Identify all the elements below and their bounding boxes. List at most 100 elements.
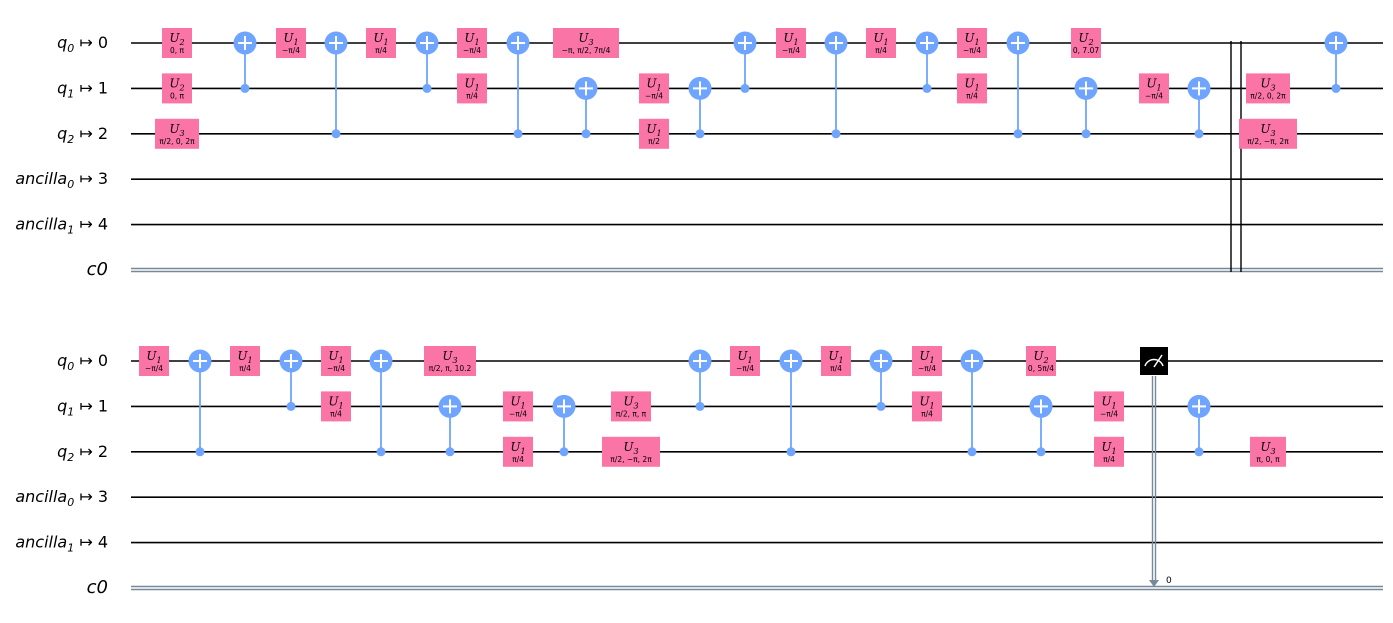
gate-u2[interactable]: U20, 5π/4 bbox=[1026, 346, 1056, 376]
gate-u1[interactable]: U1−π/4 bbox=[912, 346, 942, 376]
gate-u3[interactable]: U3π/2, −π, 2π bbox=[1239, 118, 1297, 149]
gate-name-letter: U bbox=[964, 31, 975, 45]
gate-name-sub: 3 bbox=[634, 401, 639, 410]
gate-name-sub: 1 bbox=[1157, 83, 1162, 92]
cnot-gate[interactable] bbox=[1187, 394, 1211, 457]
gate-name-letter: U bbox=[964, 76, 975, 90]
cnot-gate[interactable] bbox=[415, 31, 439, 93]
gate-u1[interactable]: U1−π/4 bbox=[321, 346, 351, 376]
gate-name-letter: U bbox=[169, 76, 180, 90]
gate-name-letter: U bbox=[510, 440, 521, 454]
cnot-gate[interactable] bbox=[960, 349, 984, 457]
wire-label: ancilla1 ↦ 4 bbox=[15, 533, 108, 555]
wire-label: q0 ↦ 0 bbox=[57, 351, 108, 373]
gate-name: U3 bbox=[1260, 122, 1275, 138]
cnot-gate[interactable] bbox=[233, 31, 257, 93]
gate-name: U1 bbox=[919, 394, 934, 410]
gate-name-sub: 1 bbox=[475, 83, 480, 92]
gate-u2[interactable]: U20, π bbox=[162, 73, 192, 104]
gate-name-sub: 3 bbox=[453, 356, 458, 365]
gate-name: U3 bbox=[578, 31, 593, 47]
gate-u3[interactable]: U3π, 0, π bbox=[1250, 436, 1286, 467]
gate-u1[interactable]: U1π/4 bbox=[457, 73, 487, 104]
gate-u1[interactable]: U1π/4 bbox=[957, 73, 987, 104]
gate-u1[interactable]: U1π/4 bbox=[230, 346, 260, 376]
gate-param: −π/4 bbox=[918, 364, 936, 373]
cnot-gate[interactable] bbox=[552, 394, 576, 457]
gate-name: U1 bbox=[1101, 440, 1116, 456]
gate-box bbox=[1250, 436, 1286, 467]
gate-u1[interactable]: U1π/4 bbox=[321, 391, 351, 422]
wire-label-map: ↦ 1 bbox=[74, 78, 108, 97]
gate-param: −π/4 bbox=[963, 46, 981, 55]
gate-box bbox=[457, 73, 487, 104]
gate-u1[interactable]: U1−π/4 bbox=[1094, 391, 1124, 422]
gate-name: U1 bbox=[283, 31, 298, 47]
gate-name-sub: 1 bbox=[975, 83, 980, 92]
cnot-gate[interactable] bbox=[824, 31, 848, 139]
gate-param: π/4 bbox=[1103, 455, 1115, 464]
cnot-gate[interactable] bbox=[438, 394, 462, 457]
cnot-gate[interactable] bbox=[279, 349, 303, 411]
gate-param: π/2, π, π bbox=[616, 409, 647, 418]
gate-u1[interactable]: U1−π/4 bbox=[503, 391, 533, 422]
cnot-gate[interactable] bbox=[324, 31, 348, 139]
cnot-gate[interactable] bbox=[869, 349, 893, 411]
cnot-gate[interactable] bbox=[779, 349, 803, 457]
gate-u1[interactable]: U1−π/4 bbox=[457, 28, 487, 58]
cnot-gate[interactable] bbox=[369, 349, 393, 457]
wire-label-map: ↦ 2 bbox=[74, 442, 108, 461]
gate-u2[interactable]: U20, π bbox=[162, 28, 192, 58]
gate-param: π/2, 0, 2π bbox=[1250, 91, 1286, 100]
gate-name-letter: U bbox=[464, 76, 475, 90]
cnot-gate[interactable] bbox=[1006, 31, 1030, 139]
gate-u1[interactable]: U1π/4 bbox=[912, 391, 942, 422]
gate-u3[interactable]: U3−π, π/2, 7π/4 bbox=[553, 28, 619, 58]
gate-u3[interactable]: U3π/2, π, π bbox=[611, 391, 651, 422]
control-dot bbox=[376, 447, 386, 457]
cnot-gate[interactable] bbox=[1187, 76, 1211, 139]
cnot-gate[interactable] bbox=[1324, 31, 1348, 93]
wire-label-sub: 1 bbox=[67, 224, 74, 237]
gate-name: U1 bbox=[873, 31, 888, 47]
gate-name: U3 bbox=[623, 440, 638, 456]
meter-needle-icon bbox=[1153, 354, 1163, 368]
gate-u3[interactable]: U3π/2, π, 10.2 bbox=[424, 346, 476, 376]
gate-u1[interactable]: U1−π/4 bbox=[957, 28, 987, 58]
cnot-gate[interactable] bbox=[733, 31, 757, 93]
cnot-gate[interactable] bbox=[188, 349, 212, 457]
gate-u1[interactable]: U1π/4 bbox=[866, 28, 896, 58]
gate-param: 0, 7.07 bbox=[1073, 46, 1099, 55]
cnot-gate[interactable] bbox=[574, 76, 598, 139]
gate-u1[interactable]: U1π/2 bbox=[639, 118, 669, 149]
gate-u1[interactable]: U1−π/4 bbox=[276, 28, 306, 58]
gate-u3[interactable]: U3π/2, −π, 2π bbox=[602, 436, 660, 467]
cnot-gate[interactable] bbox=[506, 31, 530, 139]
gate-box bbox=[912, 391, 942, 422]
gate-u1[interactable]: U1−π/4 bbox=[1139, 73, 1169, 104]
gate-u1[interactable]: U1−π/4 bbox=[730, 346, 760, 376]
control-dot bbox=[1013, 129, 1023, 139]
gate-u1[interactable]: U1−π/4 bbox=[776, 28, 806, 58]
gate-u1[interactable]: U1π/4 bbox=[1094, 436, 1124, 467]
cnot-gate[interactable] bbox=[688, 349, 712, 411]
gate-u1[interactable]: U1π/4 bbox=[821, 346, 851, 376]
gate-u3[interactable]: U3π/2, 0, 2π bbox=[1246, 73, 1290, 104]
cnot-gate[interactable] bbox=[1074, 76, 1098, 139]
control-dot bbox=[1081, 129, 1091, 139]
cnot-gate[interactable] bbox=[1029, 394, 1053, 457]
gate-u1[interactable]: U1π/4 bbox=[366, 28, 396, 58]
gate-box bbox=[230, 346, 260, 376]
measure-arrow bbox=[1149, 580, 1159, 587]
gate-u2[interactable]: U20, 7.07 bbox=[1071, 28, 1101, 58]
gate-name-letter: U bbox=[1033, 349, 1044, 363]
measure-gate[interactable]: 0 bbox=[1140, 347, 1172, 587]
gate-u1[interactable]: U1−π/4 bbox=[139, 346, 169, 376]
cnot-gate[interactable] bbox=[915, 31, 939, 93]
gate-u1[interactable]: U1−π/4 bbox=[639, 73, 669, 104]
cnot-gate[interactable] bbox=[688, 76, 712, 139]
gate-param: −π/4 bbox=[145, 364, 163, 373]
gate-u3[interactable]: U3π/2, 0, 2π bbox=[155, 118, 199, 149]
gate-u1[interactable]: U1π/4 bbox=[503, 436, 533, 467]
